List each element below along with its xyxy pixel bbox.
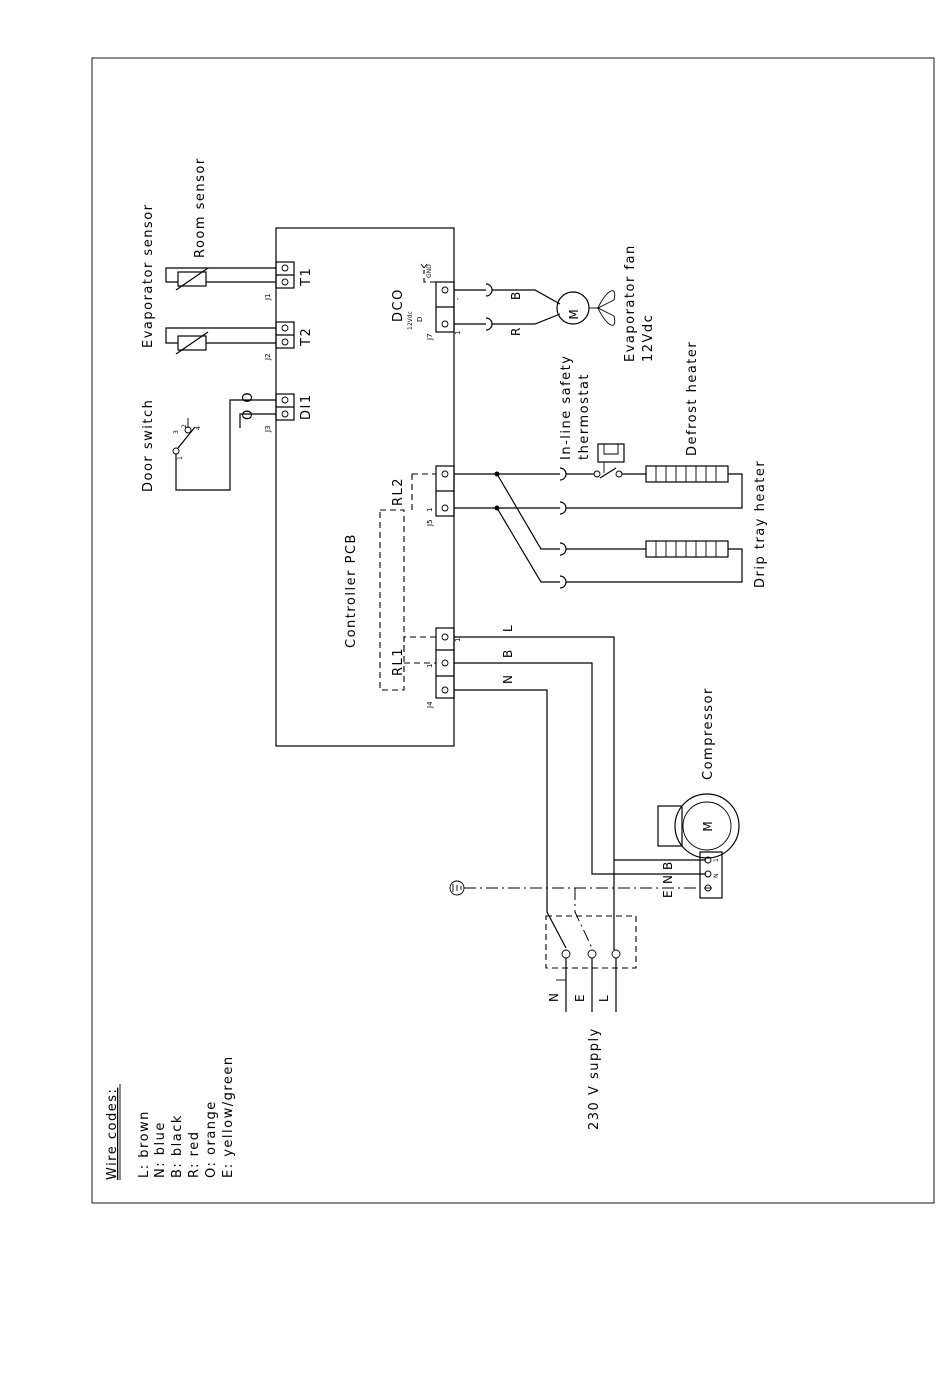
dco-connector: DCO 12Vdc D J7 GND 1 - <box>391 263 462 341</box>
rl1-output-wiring: N B L <box>454 624 706 949</box>
door-switch-pin2: 2 <box>181 424 188 428</box>
drip-tray-heater-label: Drip tray heater <box>753 460 768 588</box>
t2-connector: T2 J2 <box>264 321 314 361</box>
rl2-output-wiring: In-line safety thermostat Defrost heater… <box>454 341 768 589</box>
room-sensor-label: Room sensor <box>193 157 208 258</box>
thermostat-label: thermostat <box>577 373 592 460</box>
compressor-term-1: 1 <box>713 858 720 862</box>
rl1-connector: RL1 J4 1 1 <box>391 627 462 709</box>
j7-label: J7 <box>426 333 434 341</box>
compressor: M N 1 Compressor B N E <box>657 687 740 899</box>
legend-item-l: L: brown <box>137 1110 152 1178</box>
rl2-label: RL2 <box>391 477 406 506</box>
dco-label: DCO <box>391 288 406 322</box>
t1-label: T1 <box>299 267 314 287</box>
earth-ground <box>449 880 700 949</box>
supply-plug: N E L 230 V supply <box>545 860 637 1130</box>
compressor-term-n: N <box>713 874 720 879</box>
door-switch-pin3: 3 <box>173 430 180 434</box>
door-switch-pin4: 4 <box>195 426 202 430</box>
supply-wire-n: N <box>547 992 561 1002</box>
rl1-wire-n: N <box>501 674 515 684</box>
rl1-wire-l: L <box>501 624 515 632</box>
fan-blade-top <box>597 290 616 309</box>
evaporator-sensor-label: Evaporator sensor <box>141 204 156 349</box>
legend-item-b: B: black <box>170 1114 185 1178</box>
fan-wire-r: R <box>509 327 523 336</box>
t1-connector: T1 J1 <box>264 261 314 301</box>
fan-motor-symbol: M <box>567 308 581 319</box>
fan-blade-bottom <box>597 307 616 326</box>
j5-pin1: 1 <box>426 508 434 512</box>
supply-label: 230 V supply <box>587 1027 602 1130</box>
j1-label: J1 <box>264 293 272 301</box>
door-switch: 1 2 3 4 Door switch <box>141 399 276 492</box>
compressor-terminal-box <box>699 851 723 899</box>
evaporator-fan-voltage: 12Vdc <box>641 314 656 362</box>
rl2-connector: RL2 J5 1 <box>391 465 455 527</box>
fan-wire-b: B <box>509 291 523 300</box>
dco-pin1: 1 <box>454 331 462 335</box>
j4-pin1: 1 <box>426 664 434 668</box>
evaporator-fan: M B R Evaporator fan 12Vdc <box>454 244 656 362</box>
legend-item-o: O: orange <box>204 1100 219 1178</box>
dco-d: D <box>416 317 424 322</box>
evaporator-fan-label: Evaporator fan <box>623 244 638 362</box>
compressor-motor-symbol: M <box>701 820 715 831</box>
di1-contacts: O O <box>241 391 256 420</box>
dco-minus: - <box>454 297 462 300</box>
evaporator-sensor: Evaporator sensor <box>141 204 276 355</box>
j4-pin1-out: 1 <box>454 638 462 642</box>
rl1-coil-link <box>403 636 436 648</box>
di1-connector: DI1 J3 O O <box>241 391 314 433</box>
controller-pcb-label: Controller PCB <box>344 533 359 648</box>
relay-dashed-box <box>379 509 405 691</box>
page-frame <box>91 57 935 1204</box>
legend-title: Wire codes: <box>105 1088 120 1180</box>
compressor-wire-b: B <box>661 861 675 870</box>
in-line-safety-label: In-line safety <box>559 355 574 460</box>
compressor-wire-n: N <box>661 874 675 884</box>
rl1-label: RL1 <box>391 647 406 676</box>
compressor-label: Compressor <box>701 687 716 780</box>
room-sensor: Room sensor <box>165 157 276 291</box>
door-switch-label: Door switch <box>141 399 156 492</box>
legend-item-r: R: red <box>187 1131 202 1178</box>
door-switch-pin1: 1 <box>177 456 184 460</box>
legend-item-n: N: blue <box>153 1121 168 1178</box>
di1-label: DI1 <box>299 393 314 420</box>
legend-item-e: E: yellow/green <box>221 1055 236 1178</box>
defrost-heater-label: Defrost heater <box>685 341 700 456</box>
thermostat-symbol <box>597 443 625 463</box>
j4-label: J4 <box>426 701 434 709</box>
dco-gnd: GND <box>426 264 433 278</box>
t2-label: T2 <box>299 327 314 347</box>
supply-wire-e: E <box>573 993 587 1002</box>
compressor-wire-e: E <box>661 889 675 898</box>
j3-label: J3 <box>264 425 272 433</box>
dco-voltage: 12Vdc <box>407 311 414 330</box>
j2-label: J2 <box>264 353 272 361</box>
wire-codes-legend: Wire codes: L: brown N: blue B: black R:… <box>105 1055 236 1180</box>
j5-label: J5 <box>426 519 434 527</box>
supply-wire-l: L <box>597 994 611 1002</box>
rl1-wire-b: B <box>501 649 515 658</box>
